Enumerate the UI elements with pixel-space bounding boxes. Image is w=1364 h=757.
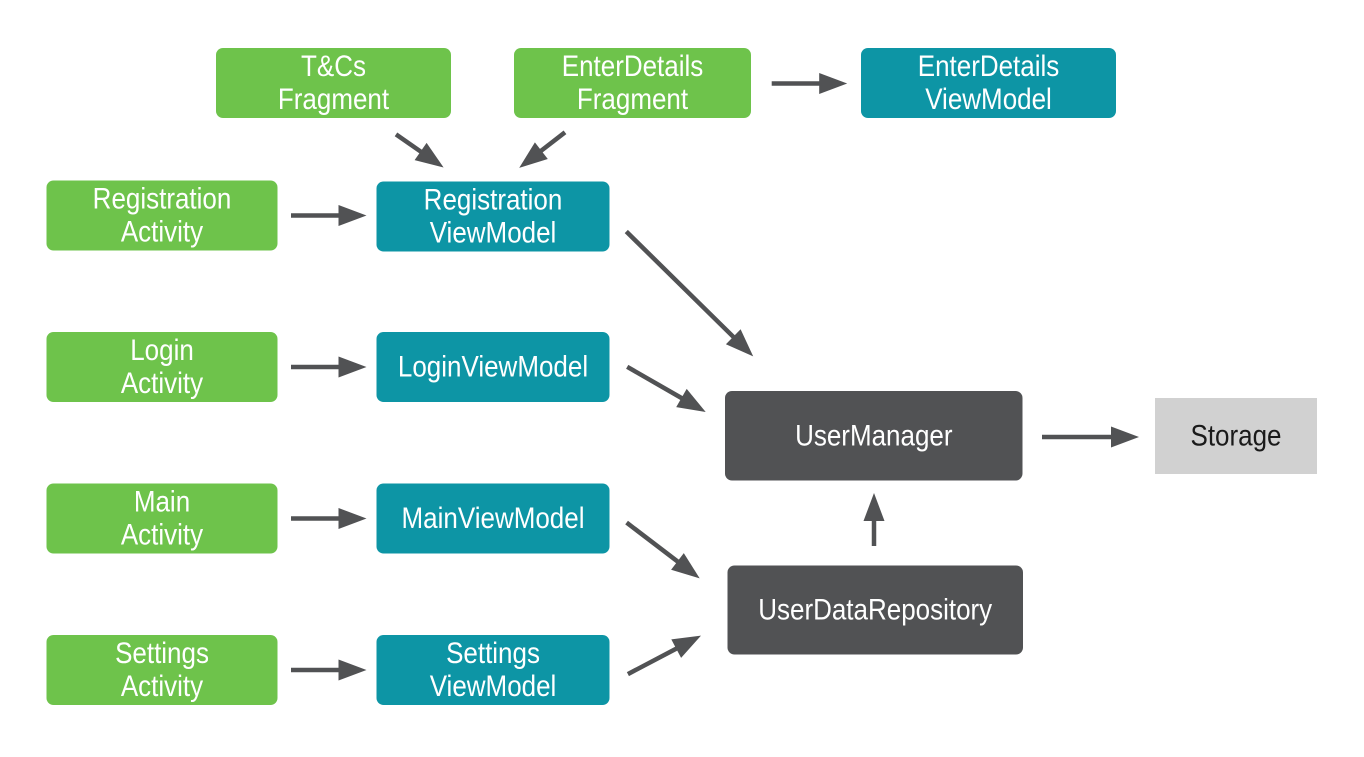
svg-text:Storage: Storage	[1190, 419, 1281, 452]
svg-text:LoginViewModel: LoginViewModel	[398, 350, 588, 383]
svg-text:UserManager: UserManager	[795, 419, 952, 452]
svg-text:UserDataRepository: UserDataRepository	[758, 593, 992, 626]
svg-text:MainViewModel: MainViewModel	[402, 501, 585, 534]
